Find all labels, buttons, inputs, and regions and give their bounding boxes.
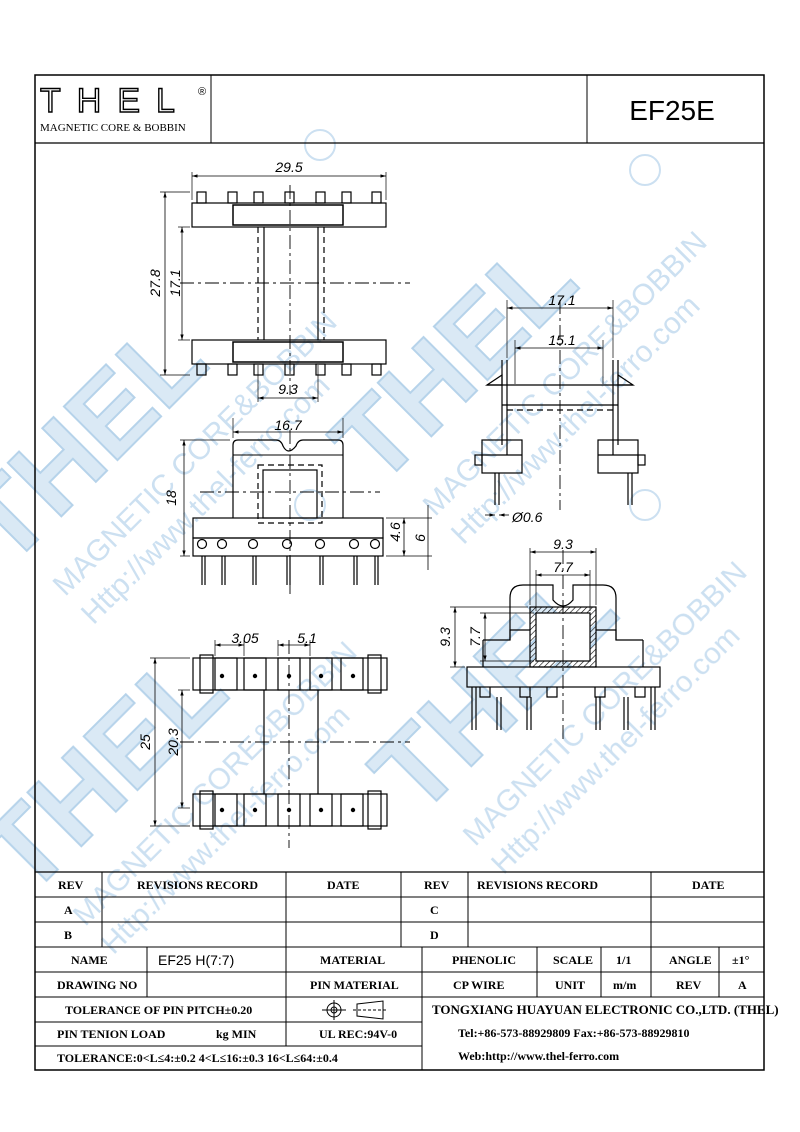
dim-top-width: 29.5: [274, 159, 302, 175]
tolerance-pitch: TOLERANCE OF PIN PITCH±0.20: [65, 1003, 253, 1017]
ul-rec: UL REC:94V-0: [319, 1027, 398, 1041]
dim-bottom-pitch: 3.05: [231, 630, 258, 646]
dim-bottom-inner: 20.3: [165, 728, 181, 756]
material-value: PHENOLIC: [452, 953, 517, 967]
pin-tension-label: PIN TENION LOAD: [57, 1027, 166, 1041]
dim-front-pin: 4.6: [387, 522, 403, 542]
dim-end-inner-h: 7.7: [467, 626, 483, 647]
pin-tension-unit: kg MIN: [216, 1027, 257, 1041]
date-header-right: DATE: [692, 878, 725, 892]
unit-value: m/m: [613, 978, 637, 992]
dim-front-height: 18: [163, 490, 179, 506]
unit-label: UNIT: [555, 978, 586, 992]
frame: [34, 74, 765, 1071]
name-label: NAME: [71, 953, 108, 967]
drawing-no-label: DRAWING NO: [57, 978, 138, 992]
rev-header-right: REV: [424, 878, 450, 892]
title-block-grid: [35, 871, 764, 1070]
rev-value: A: [738, 978, 747, 992]
scale-label: SCALE: [553, 953, 594, 967]
material-label: MATERIAL: [320, 953, 386, 967]
dim-front-width: 16.7: [274, 417, 302, 433]
dim-side-pin-dia: Ø0.6: [511, 509, 543, 525]
dim-side-outer: 17.1: [548, 292, 575, 308]
side-view: [474, 300, 646, 517]
dim-top-height: 27.8: [147, 269, 163, 297]
dim-top-core: 9.3: [278, 381, 298, 397]
rev-d: D: [430, 928, 439, 942]
web: Web:http://www.thel-ferro.com: [458, 1049, 620, 1063]
dim-top-inner: 17.1: [167, 269, 183, 296]
logo: THEL ® MAGNETIC CORE & BOBBIN: [39, 81, 206, 134]
dim-end-width: 9.3: [553, 536, 573, 552]
logo-subtitle: MAGNETIC CORE & BOBBIN: [40, 122, 186, 134]
revisions-header-right: REVISIONS RECORD: [477, 878, 599, 892]
dim-end-height: 9.3: [437, 627, 453, 647]
top-view: [160, 172, 410, 402]
tel-fax: Tel:+86-573-88929809 Fax:+86-573-8892981…: [458, 1026, 690, 1040]
pin-material-value: CP WIRE: [453, 978, 505, 992]
scale-value: 1/1: [616, 953, 632, 967]
projection-symbol: [322, 1000, 387, 1020]
registered-mark: ®: [198, 86, 206, 98]
angle-label: ANGLE: [669, 953, 712, 967]
revisions-header-left: REVISIONS RECORD: [137, 878, 259, 892]
rev-label: REV: [676, 978, 702, 992]
front-view: [180, 418, 432, 595]
rev-b: B: [64, 928, 73, 942]
dim-front-total: 6: [412, 534, 428, 542]
end-view: [450, 548, 661, 740]
rev-header-left: REV: [58, 878, 84, 892]
dim-bottom-span: 5.1: [297, 630, 316, 646]
name-value: EF25 H(7:7): [158, 952, 235, 968]
dim-bottom-height: 25: [137, 734, 153, 751]
pin-material-label: PIN MATERIAL: [310, 978, 399, 992]
rev-c: C: [430, 903, 439, 917]
angle-value: ±1°: [732, 953, 750, 967]
bottom-view: [150, 640, 410, 848]
logo-text: THEL: [40, 82, 191, 120]
tolerance-general: TOLERANCE:0<L≤4:±0.2 4<L≤16:±0.3 16<L≤64…: [57, 1051, 338, 1065]
date-header-left: DATE: [327, 878, 360, 892]
watermark: THEL MAGNETIC CORE&BOBBIN Http://www.the…: [0, 129, 754, 961]
part-title: EF25E: [629, 95, 715, 126]
company-name: TONGXIANG HUAYUAN ELECTRONIC CO.,LTD. (T…: [432, 1002, 779, 1017]
dim-end-inner: 7.7: [553, 559, 574, 575]
rev-a: A: [64, 903, 73, 917]
dim-side-inner: 15.1: [548, 332, 575, 348]
